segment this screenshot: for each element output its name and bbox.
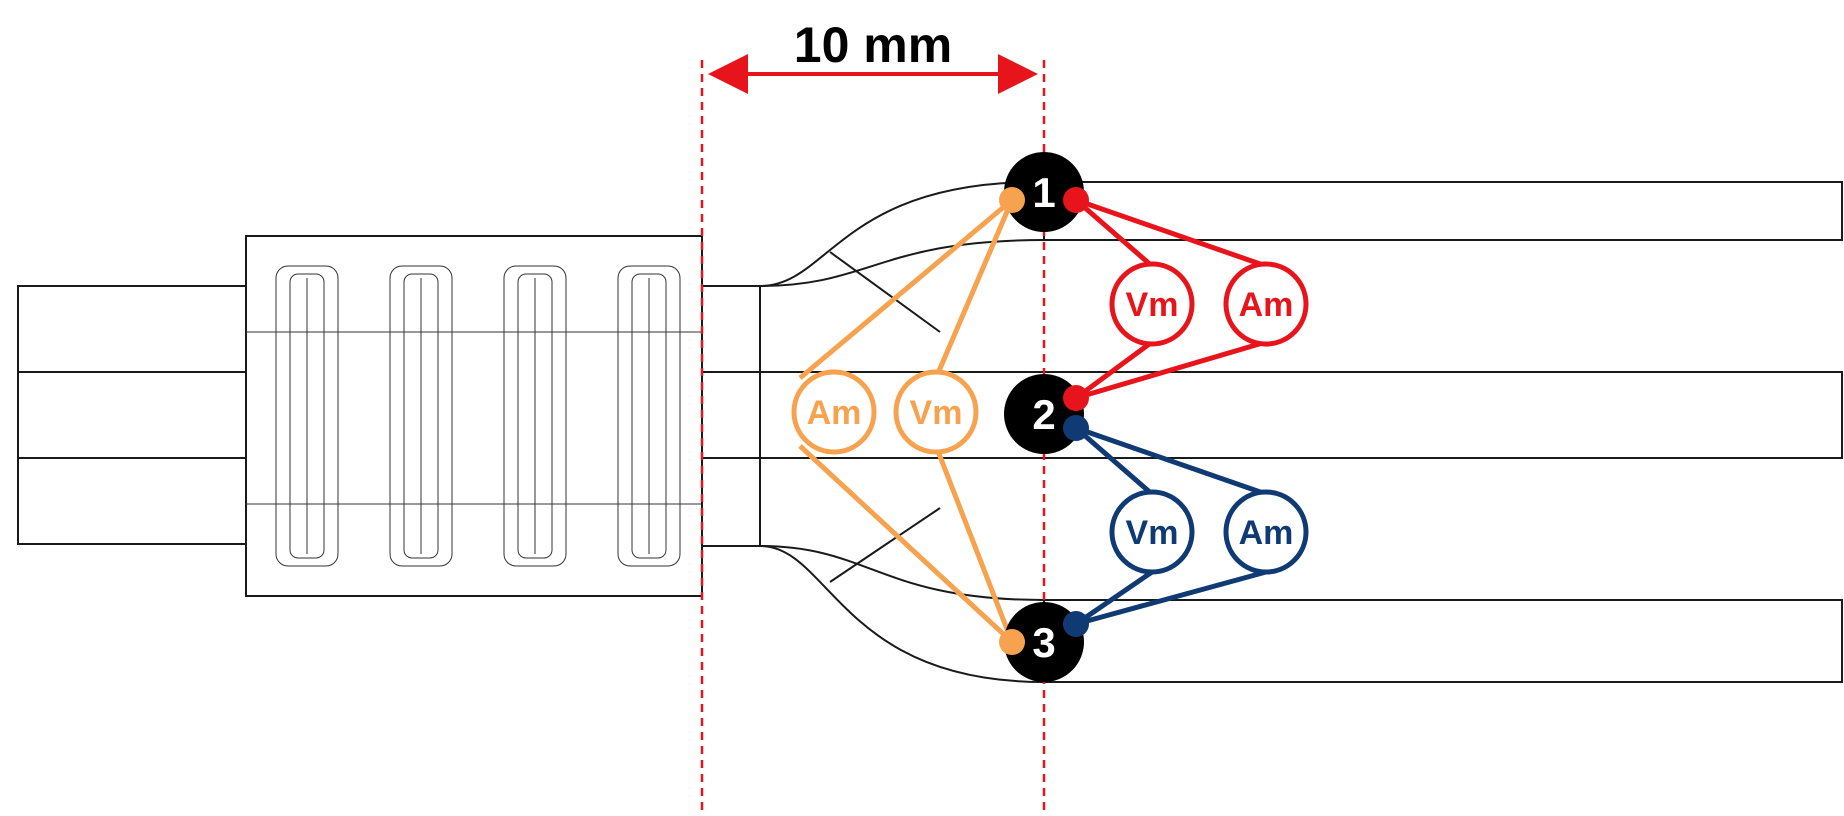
electrode-1-label: 1 xyxy=(1032,169,1055,216)
wire-left-middle xyxy=(17,371,247,459)
wire-right-bottom xyxy=(1043,599,1843,683)
red-contact-2 xyxy=(1063,385,1089,411)
orange-ammeter: Am xyxy=(791,369,877,455)
red-voltmeter-label: Vm xyxy=(1126,286,1179,324)
slot-4 xyxy=(617,265,681,567)
red-voltmeter: Vm xyxy=(1109,261,1195,347)
connector-housing xyxy=(245,235,703,597)
wire-left-top xyxy=(17,285,247,373)
orange-voltmeter-label: Vm xyxy=(910,394,963,432)
dimension-annotation: 10 mm xyxy=(708,17,1038,94)
electrode-2-label: 2 xyxy=(1032,391,1055,438)
electrode-1: 1 xyxy=(1004,152,1084,232)
blue-ammeter: Am xyxy=(1223,489,1309,575)
dimension-label: 10 mm xyxy=(794,17,952,73)
slot-3 xyxy=(503,265,567,567)
orange-circuit xyxy=(798,198,1015,644)
red-contact-1 xyxy=(1063,187,1089,213)
housing-slots xyxy=(275,265,681,567)
slot-2 xyxy=(389,265,453,567)
blue-voltmeter: Vm xyxy=(1109,489,1195,575)
red-ammeter-label: Am xyxy=(1239,286,1294,324)
slot-1 xyxy=(275,265,339,567)
orange-contact-3 xyxy=(999,629,1025,655)
blue-voltmeter-label: Vm xyxy=(1126,514,1179,552)
wire-left-bottom xyxy=(17,457,247,545)
blue-ammeter-label: Am xyxy=(1239,514,1294,552)
orange-voltmeter: Vm xyxy=(893,369,979,455)
housing-body xyxy=(245,235,703,597)
blue-circuit xyxy=(1074,425,1267,627)
blue-contact-3 xyxy=(1063,611,1089,637)
orange-ammeter-label: Am xyxy=(807,394,862,432)
red-ammeter: Am xyxy=(1223,261,1309,347)
red-circuit xyxy=(1074,197,1267,401)
blue-contact-2 xyxy=(1063,415,1089,441)
electrode-3-label: 3 xyxy=(1032,619,1055,666)
orange-contact-1 xyxy=(999,187,1025,213)
collar-body xyxy=(701,285,761,547)
left-wires xyxy=(17,285,247,545)
